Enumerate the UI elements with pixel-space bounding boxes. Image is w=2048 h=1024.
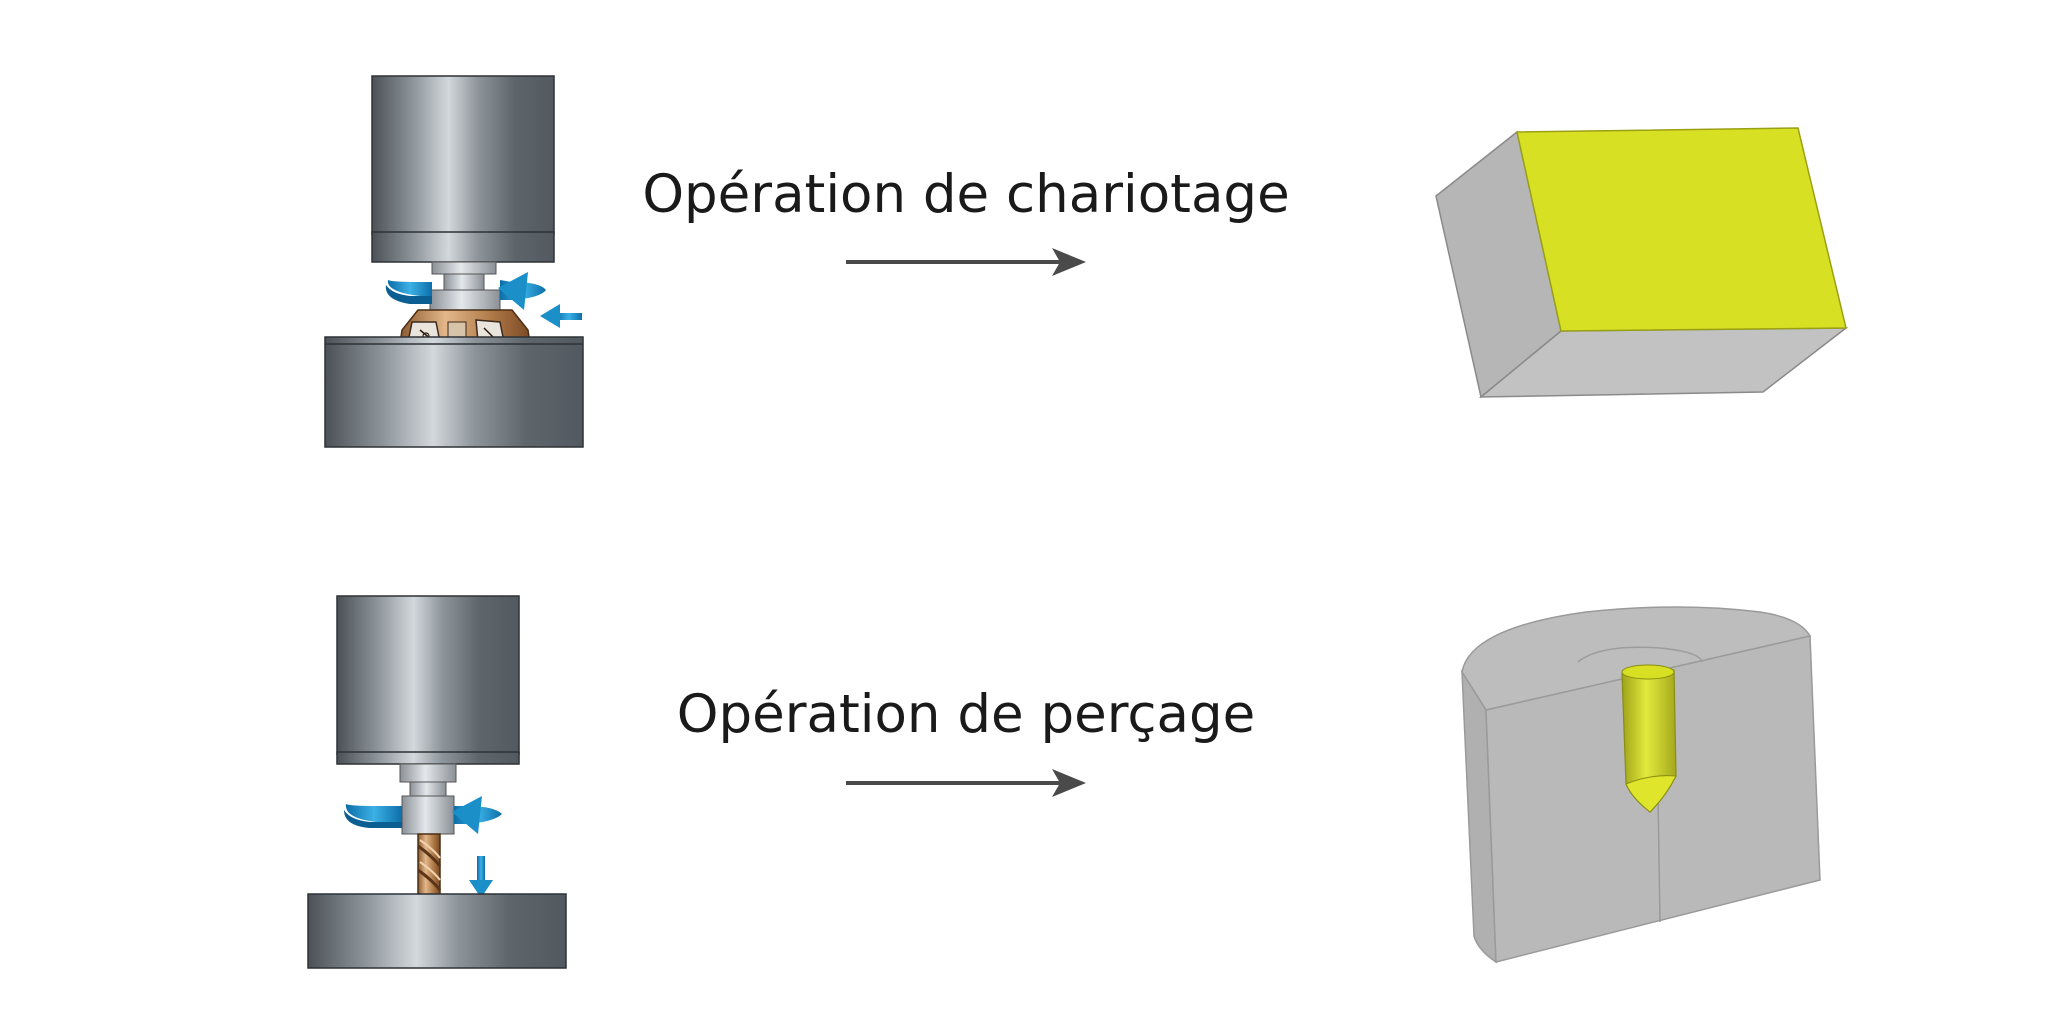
workpiece: [324, 336, 584, 448]
turning-result-block: [1435, 127, 1849, 399]
workpiece: [307, 893, 567, 969]
drilling-result-block: [1461, 606, 1821, 964]
result-arrow-turning: [846, 248, 1086, 276]
operation-label-turning: Opération de chariotage: [642, 164, 1289, 225]
drilled-hole-highlight: [1621, 664, 1677, 813]
feed-arrow-icon: [540, 304, 582, 328]
turning-operation-illustration: [324, 75, 584, 448]
spindle-icon: [371, 75, 555, 235]
feed-arrow-icon: [469, 856, 493, 898]
operation-label-drilling: Opération de perçage: [677, 684, 1255, 745]
rotation-arrow-icon: [385, 272, 546, 310]
result-arrow-drilling: [846, 769, 1086, 797]
machined-face-highlight: [1516, 127, 1847, 332]
drilling-operation-illustration: [307, 595, 567, 969]
spindle-icon: [336, 595, 520, 755]
rotation-arrow-icon: [344, 796, 502, 834]
